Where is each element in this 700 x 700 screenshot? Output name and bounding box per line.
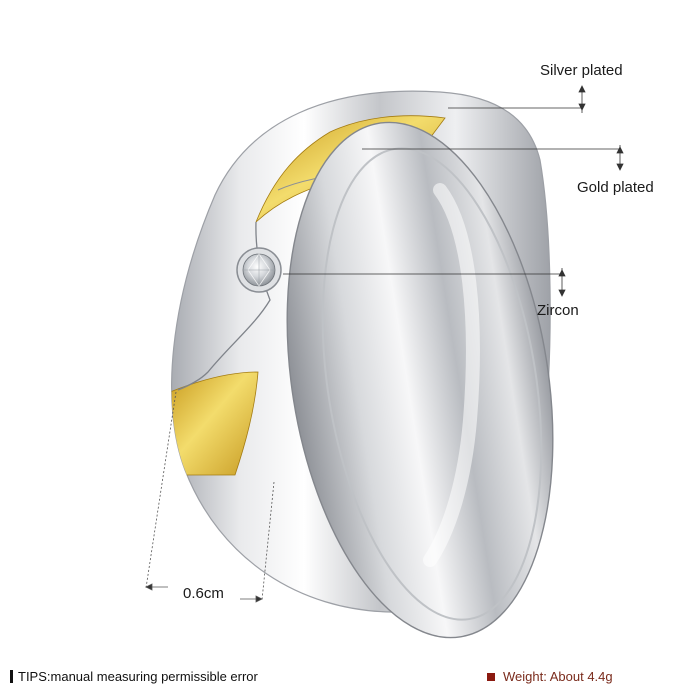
tips-text: TIPS:manual measuring permissible error: [18, 669, 258, 684]
square-marker-icon: [487, 672, 495, 681]
width-label: 0.6cm: [183, 585, 224, 602]
zircon-label: Zircon: [537, 302, 579, 319]
weight-text: Weight: About 4.4g: [503, 669, 613, 684]
gold-inlay-lower: [171, 371, 259, 476]
ring-inner: [286, 121, 554, 639]
weight-note: Weight: About 4.4g: [487, 669, 613, 684]
bar-marker-icon: [10, 670, 13, 683]
tips-note: TIPS:manual measuring permissible error: [10, 669, 258, 684]
silver-plated-label: Silver plated: [540, 62, 623, 79]
gold-plated-label: Gold plated: [577, 179, 654, 196]
